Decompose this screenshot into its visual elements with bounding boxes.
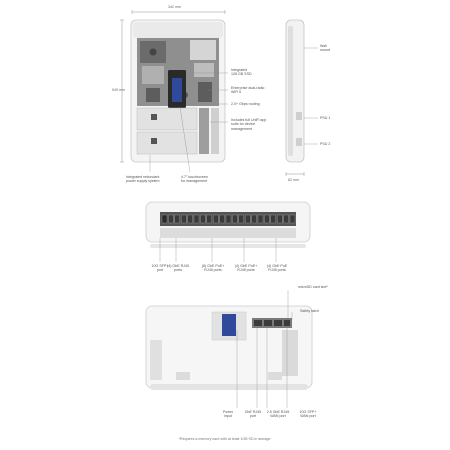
- front-port: [232, 214, 238, 224]
- front-port: [187, 214, 193, 224]
- port-label-sfp: 10G SFP+ port: [151, 264, 169, 273]
- top-view-leaders: [149, 72, 228, 173]
- front-port: [289, 214, 296, 224]
- side-view-leaders: [304, 47, 318, 145]
- front-port: [213, 214, 219, 224]
- front-port: [277, 214, 283, 224]
- rear-label-power: Power input: [222, 410, 234, 419]
- front-port: [168, 214, 174, 224]
- front-port: [174, 214, 180, 224]
- callout-unifi-app: Includes full UniFi app suite for device…: [231, 118, 267, 131]
- port-label-poe-plus-4: (4) GbE PoE+ RJ45 ports: [234, 264, 258, 273]
- front-port: [219, 214, 225, 224]
- front-port: [264, 214, 270, 224]
- front-port: [206, 214, 212, 224]
- port-label-gbe-rj45: (4) GbE RJ45 ports: [167, 264, 189, 273]
- front-port: [161, 214, 168, 224]
- front-port: [283, 214, 289, 224]
- front-ports-leaders: [159, 238, 277, 262]
- side-view-device: [285, 19, 305, 176]
- rear-view-leaders: [236, 290, 293, 408]
- front-port: [251, 214, 257, 224]
- rear-label-25gbe-wan: 2.5 GbE RJ45 WAN port: [266, 410, 290, 419]
- top-width-dimension: 342 mm: [168, 5, 181, 9]
- callout-microsd: microSD card slot*: [298, 285, 328, 289]
- front-port: [200, 214, 206, 224]
- callout-psu-1: PSU 1: [320, 116, 331, 120]
- front-port-group: [161, 214, 296, 224]
- callout-touchscreen: 4.7" touchscreen for management: [181, 175, 208, 184]
- callout-ssd: Integrated 128 GB SSD: [231, 68, 252, 77]
- rear-view-device: [145, 305, 313, 390]
- front-port: [193, 214, 200, 224]
- port-label-poe-plus-8: (8) GbE PoE+ RJ45 ports: [201, 264, 225, 273]
- side-depth-dimension: 62 mm: [288, 178, 299, 182]
- footnote: *Requires a memory card with at least 1G…: [178, 437, 272, 441]
- callout-wall-mount: Wall mount: [320, 44, 330, 53]
- front-port: [245, 214, 251, 224]
- front-ports-device: [145, 201, 311, 248]
- top-height-dimension: 549 mm: [112, 88, 125, 92]
- top-view-device: [120, 10, 226, 163]
- front-port: [270, 214, 276, 224]
- rear-label-sfp-wan: 10G SFP+ WAN port: [299, 410, 317, 419]
- front-port: [225, 214, 232, 224]
- callout-safety-latch: Safety latch: [300, 309, 319, 313]
- callout-power-supply: Integrated redundant power supply system: [126, 175, 160, 184]
- port-label-poe-4: (4) GbE PoE RJ45 ports: [266, 264, 288, 273]
- callout-wifi: Enterprise dual-radio WiFi 6: [231, 86, 265, 95]
- front-port: [238, 214, 244, 224]
- rear-label-gbe: GbE RJ45 port: [244, 410, 262, 419]
- callout-routing: 2.5+ Gbps routing: [231, 102, 260, 106]
- front-port: [257, 214, 264, 224]
- front-port: [181, 214, 187, 224]
- callout-psu-2: PSU 2: [320, 142, 331, 146]
